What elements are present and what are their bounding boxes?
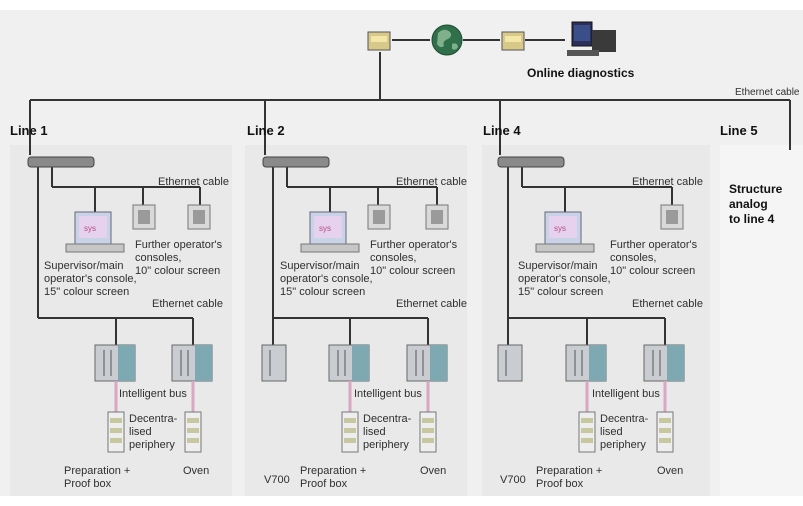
supervisor-console-label: Supervisor/main operator's console, 15" … <box>44 260 137 298</box>
intelligent-bus-line <box>114 381 195 412</box>
ethernet-cable-label: Ethernet cable <box>158 176 229 188</box>
plc-rack-icon <box>94 344 136 382</box>
periphery-module-icon <box>184 411 202 453</box>
line-5-panel <box>720 145 803 496</box>
preparation-proof-box-label: Preparation + Proof box <box>536 465 603 490</box>
line-2-title: Line 2 <box>247 123 285 138</box>
svg-text:sys: sys <box>554 224 566 233</box>
svg-text:sys: sys <box>319 224 331 233</box>
v700-controller-icon <box>497 344 523 382</box>
decentralised-periphery-label: Decentra- lised periphery <box>129 413 178 451</box>
top-ethernet-cables <box>29 39 791 155</box>
v700-label: V700 <box>500 474 526 486</box>
plc-rack-icon <box>328 344 370 382</box>
periphery-module-icon <box>341 411 359 453</box>
operator-panel-icon <box>425 204 449 230</box>
supervisor-console-label: Supervisor/main operator's console, 15" … <box>518 260 611 298</box>
ethernet-cable-label: Ethernet cable <box>632 176 703 188</box>
switch-icon <box>497 156 565 168</box>
switch-icon <box>262 156 330 168</box>
intelligent-bus-label: Intelligent bus <box>592 388 660 400</box>
line-5-title: Line 5 <box>720 123 758 138</box>
operator-panel-icon <box>132 204 156 230</box>
ethernet-cable-label: Ethernet cable <box>396 298 467 310</box>
line-2-network: sys <box>261 156 449 453</box>
intelligent-bus-label: Intelligent bus <box>354 388 422 400</box>
svg-text:sys: sys <box>84 224 96 233</box>
intelligent-bus-line <box>348 381 430 412</box>
plc-rack-icon <box>643 344 685 382</box>
decentralised-periphery-label: Decentra- lised periphery <box>363 413 412 451</box>
line-5-structure-note: Structure analog to line 4 <box>729 182 783 226</box>
further-consoles-label: Further operator's consoles, 10" colour … <box>135 239 223 277</box>
ethernet-cable-label: Ethernet cable <box>735 87 800 98</box>
preparation-proof-box-label: Preparation + Proof box <box>64 465 131 490</box>
supervisor-console-label: Supervisor/main operator's console, 15" … <box>280 260 373 298</box>
operator-panel-icon <box>187 204 211 230</box>
ethernet-cable-label: Ethernet cable <box>396 176 467 188</box>
v700-controller-icon <box>261 344 287 382</box>
v700-label: V700 <box>264 474 290 486</box>
periphery-module-icon <box>578 411 596 453</box>
line-1-title: Line 1 <box>10 123 48 138</box>
operator-panel-icon <box>367 204 391 230</box>
intelligent-bus-line <box>585 381 667 412</box>
main-console-monitor-icon: sys <box>300 211 360 253</box>
periphery-module-icon <box>419 411 437 453</box>
plc-rack-icon <box>565 344 607 382</box>
line-4-title: Line 4 <box>483 123 521 138</box>
ethernet-cable-label: Ethernet cable <box>632 298 703 310</box>
oven-label: Oven <box>183 465 210 477</box>
intelligent-bus-label: Intelligent bus <box>119 388 187 400</box>
router-icon <box>501 31 525 51</box>
diagnostics-computer-icon <box>567 21 616 56</box>
main-console-monitor-icon: sys <box>535 211 595 253</box>
main-console-monitor-icon: sys <box>65 211 125 253</box>
periphery-module-icon <box>107 411 125 453</box>
ethernet-cable-label: Ethernet cable <box>152 298 223 310</box>
further-consoles-label: Further operator's consoles, 10" colour … <box>610 239 698 277</box>
online-diagnostics-label: Online diagnostics <box>527 66 635 80</box>
globe-icon <box>431 24 463 56</box>
preparation-proof-box-label: Preparation + Proof box <box>300 465 367 490</box>
plc-rack-icon <box>406 344 448 382</box>
router-icon <box>367 31 391 51</box>
switch-icon <box>27 156 95 168</box>
periphery-module-icon <box>656 411 674 453</box>
line-4-network: sys <box>497 156 685 453</box>
decentralised-periphery-label: Decentra- lised periphery <box>600 413 649 451</box>
further-consoles-label: Further operator's consoles, 10" colour … <box>370 239 458 277</box>
operator-panel-icon <box>660 204 684 230</box>
plc-rack-icon <box>171 344 213 382</box>
oven-label: Oven <box>657 465 684 477</box>
oven-label: Oven <box>420 465 447 477</box>
line-1-network: sys <box>27 156 213 453</box>
line-4-panel <box>482 145 710 496</box>
